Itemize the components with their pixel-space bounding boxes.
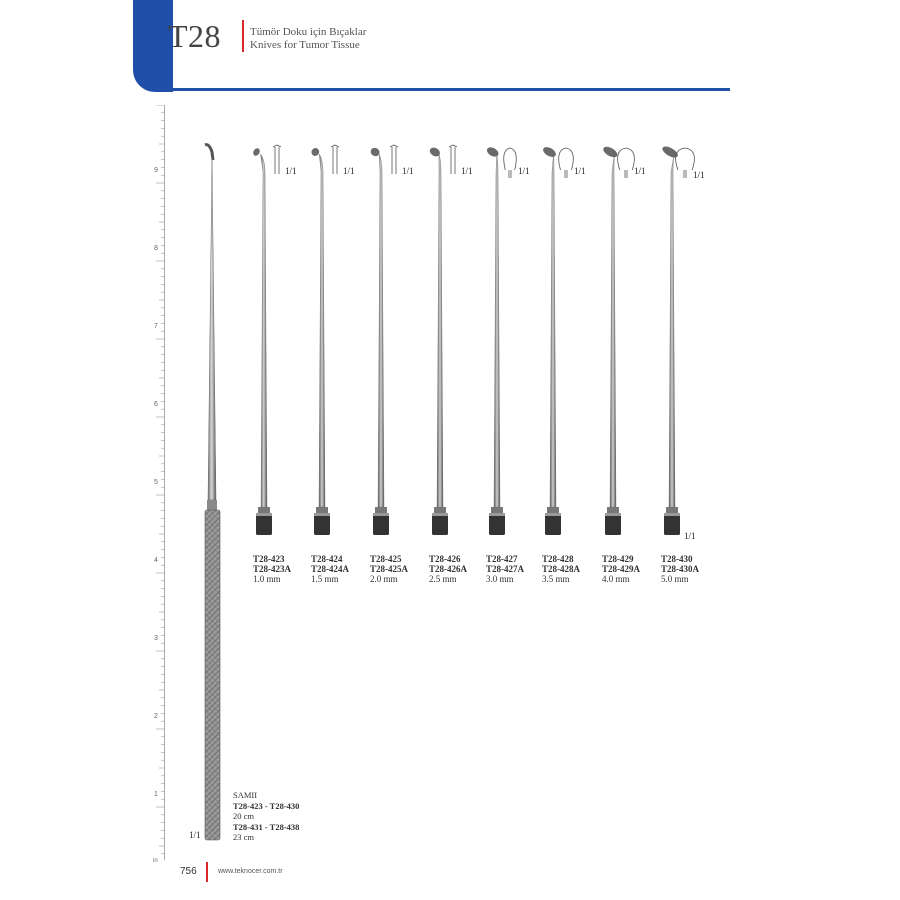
header-divider	[242, 20, 244, 52]
tip-size: 2.5 mm	[429, 574, 457, 584]
ruler-number: 5	[154, 479, 158, 486]
ruler-ticks	[156, 105, 165, 855]
product-code-variant: T28-428A	[542, 564, 580, 574]
product-code: T28-423	[253, 554, 285, 564]
footer-url[interactable]: www.teknocer.com.tr	[218, 868, 283, 875]
title-english: Knives for Tumor Tissue	[250, 39, 360, 51]
tip-size: 1.0 mm	[253, 574, 281, 584]
tip-size: 3.0 mm	[486, 574, 514, 584]
scale-note: 1/1	[693, 170, 705, 180]
tip-size: 2.0 mm	[370, 574, 398, 584]
knife-illustration	[429, 144, 458, 535]
samii-range-1: T28-423 - T28-430	[233, 800, 300, 811]
tip-size: 5.0 mm	[661, 574, 689, 584]
scale-note: 1/1	[684, 531, 696, 541]
ruler-number: 9	[154, 167, 158, 174]
ruler-line	[164, 105, 165, 860]
knife-illustration	[486, 147, 517, 535]
samii-block: SAMII T28-423 - T28-430 20 cm T28-431 - …	[233, 790, 299, 843]
ruler-unit: in	[153, 858, 158, 864]
knife-illustration	[370, 144, 399, 535]
header-rule	[150, 88, 730, 91]
knife-illustration	[543, 147, 574, 535]
product-code: T28-428	[542, 554, 574, 564]
tip-size: 3.5 mm	[542, 574, 570, 584]
scale-note: 1/1	[518, 166, 530, 176]
knife-illustration	[311, 144, 340, 535]
ruler-number: 1	[154, 791, 158, 798]
ruler-number: 6	[154, 401, 158, 408]
ruler-number: 8	[154, 245, 158, 252]
product-code: T28-427	[486, 554, 518, 564]
scale-note: 1/1	[285, 166, 297, 176]
product-code: T28-430	[661, 554, 693, 564]
page-number: 756	[180, 866, 197, 877]
knife-illustration	[662, 146, 695, 535]
samii-name: SAMII	[233, 790, 258, 800]
scale-note: 1/1	[634, 166, 646, 176]
product-code: T28-426	[429, 554, 461, 564]
ruler-number: 7	[154, 323, 158, 330]
knife-illustration	[603, 146, 635, 535]
product-code-variant: T28-430A	[661, 564, 699, 574]
title-turkish: Tümör Doku için Bıçaklar	[250, 26, 367, 38]
samii-range-2: T28-431 - T28-438	[233, 821, 300, 832]
scale-note: 1/1	[402, 166, 414, 176]
product-code: T28-429	[602, 554, 634, 564]
scale-note: 1/1	[189, 830, 201, 840]
ruler-number: 2	[154, 713, 158, 720]
ruler-number: 3	[154, 635, 158, 642]
samii-length-2: 23 cm	[233, 832, 255, 842]
product-code: T28-425	[370, 554, 402, 564]
scale-note: 1/1	[574, 166, 586, 176]
product-code: T28-424	[311, 554, 343, 564]
tip-size: 4.0 mm	[602, 574, 630, 584]
scale-note: 1/1	[343, 166, 355, 176]
knife-illustration	[253, 144, 282, 535]
product-code-variant: T28-424A	[311, 564, 349, 574]
product-code-variant: T28-427A	[486, 564, 524, 574]
catalog-code: T28	[168, 18, 222, 54]
product-code-variant: T28-429A	[602, 564, 640, 574]
tip-size: 1.5 mm	[311, 574, 339, 584]
ruler-number: 4	[154, 557, 158, 564]
footer-divider	[206, 862, 208, 882]
product-code-variant: T28-425A	[370, 564, 408, 574]
header-accent-band	[133, 0, 173, 92]
product-code-variant: T28-426A	[429, 564, 467, 574]
inch-ruler: 9 8 7 6 5 4 3 2 1	[150, 105, 170, 860]
scale-note: 1/1	[461, 166, 473, 176]
product-code-variant: T28-423A	[253, 564, 291, 574]
samii-length-1: 20 cm	[233, 811, 255, 821]
samii-knife-illustration	[204, 143, 221, 841]
